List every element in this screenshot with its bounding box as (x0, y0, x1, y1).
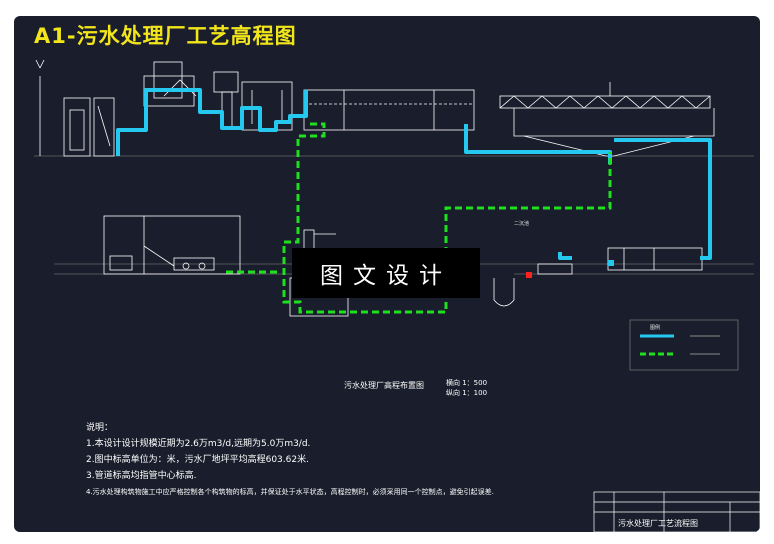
sludge-flow-line (226, 122, 612, 314)
note-item: 3.管道标高均指管中心标高. (86, 471, 197, 481)
title-block-drawing-name: 污水处理厂工艺流程图 (618, 519, 698, 528)
legend-title: 图例 (650, 325, 661, 331)
process-elevation-diagram (34, 59, 760, 532)
upper-structures (35, 59, 715, 157)
design-notes: 说明： 1.本设计设计规模近期为2.6万m3/d,远期为5.0万m3/d. 2.… (86, 420, 494, 500)
title-block-frame (593, 491, 760, 532)
cad-canvas: A1-污水处理厂工艺高程图 (14, 16, 760, 532)
scale-horizontal: 横向 1：500 (446, 379, 488, 387)
valves (526, 260, 614, 278)
scale-vertical: 纵向 1：100 (446, 389, 488, 397)
watermark-banner: 图文设计 (292, 248, 480, 298)
drawing-subtitle: 污水处理厂高程布置图 (344, 381, 424, 390)
note-item: 2.图中标高单位为：米，污水厂地坪平均高程603.62米. (86, 455, 309, 465)
label-secondary-clarifier: 二沉池 (514, 221, 530, 227)
notes-heading: 说明： (86, 423, 114, 433)
drawing-main-title: A1-污水处理厂工艺高程图 (34, 24, 297, 48)
water-flow-line (116, 88, 712, 260)
note-item: 1.本设计设计规模近期为2.6万m3/d,远期为5.0万m3/d. (86, 439, 311, 449)
legend (629, 319, 739, 371)
note-item: 4.污水处理构筑物施工中应严格控制各个构筑物的标高，并保证处于水平状态，高程控制… (86, 488, 494, 496)
